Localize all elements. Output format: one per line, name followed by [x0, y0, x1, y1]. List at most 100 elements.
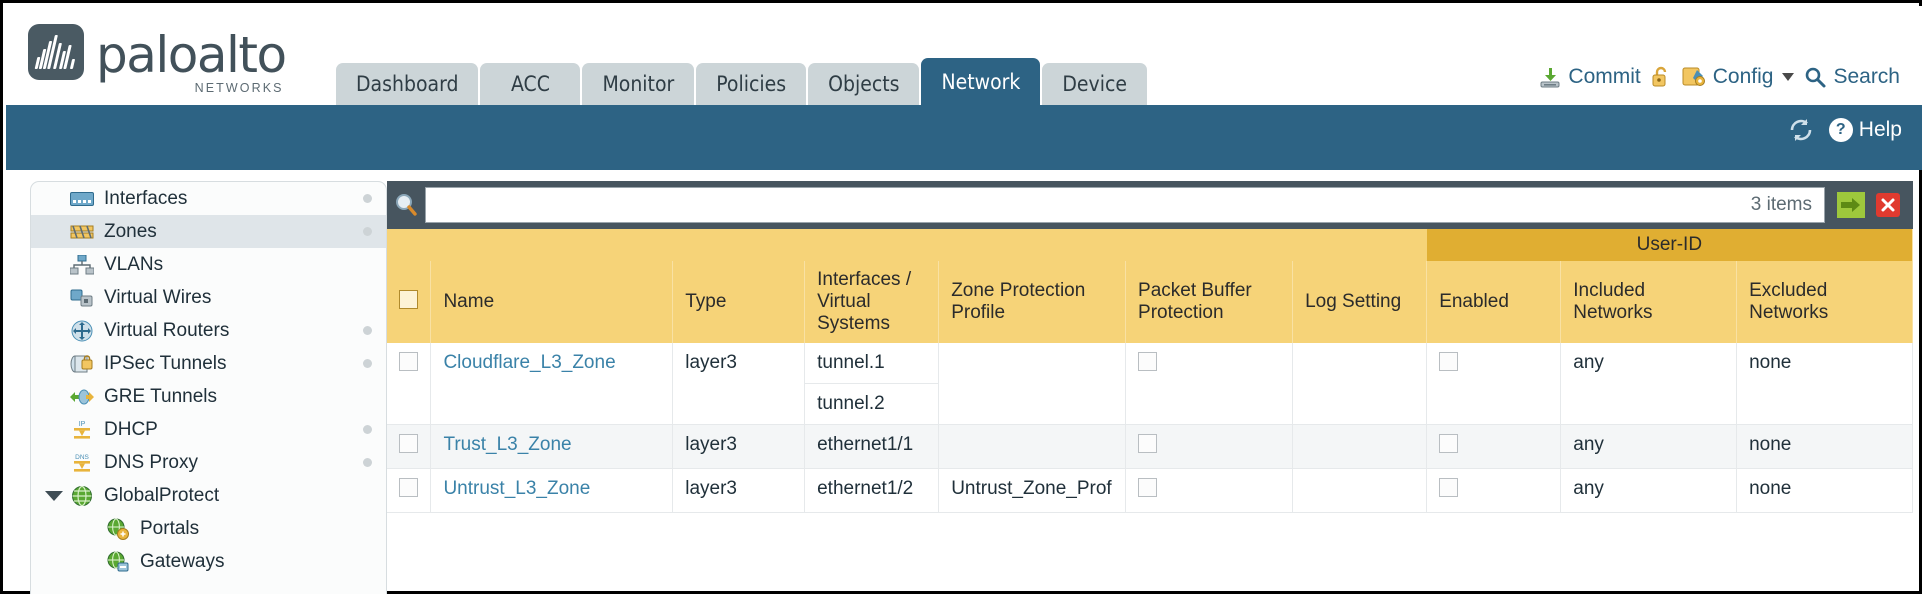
cell-zone-protection-profile: Untrust_Zone_Prof	[938, 468, 1127, 513]
paloalto-logo-mark-icon	[28, 24, 84, 80]
sidebar-item-gre-tunnels[interactable]: GRE Tunnels	[31, 380, 386, 413]
tab-policies[interactable]: Policies	[696, 63, 807, 105]
packet-buffer-checkbox[interactable]	[1138, 434, 1158, 453]
search-button[interactable]: Search	[1803, 65, 1900, 89]
interface-entry: ethernet1/2	[817, 478, 914, 499]
col-header-packet-buffer-protection[interactable]: Packet Buffer Protection	[1125, 261, 1294, 343]
portals-icon	[105, 517, 131, 540]
dhcp-icon: IP	[69, 419, 95, 440]
tab-acc[interactable]: ACC	[480, 63, 581, 105]
items-count-label: 3 items	[1750, 194, 1812, 215]
packet-buffer-checkbox[interactable]	[1138, 352, 1158, 371]
cell-included-networks: any	[1560, 468, 1738, 513]
cell-name[interactable]: Trust_L3_Zone	[430, 424, 674, 469]
packet-buffer-checkbox[interactable]	[1138, 478, 1158, 497]
cell-userid-enabled[interactable]	[1426, 424, 1562, 469]
cell-type: layer3	[672, 343, 806, 425]
col-header-type[interactable]: Type	[672, 261, 806, 343]
sidebar-item-globalprotect[interactable]: GlobalProtect	[31, 479, 386, 512]
userid-enabled-checkbox[interactable]	[1439, 478, 1459, 497]
commit-download-icon	[1540, 68, 1560, 88]
cell-log-setting	[1292, 468, 1428, 513]
col-header-log-setting[interactable]: Log Setting	[1292, 261, 1428, 343]
row-checkbox[interactable]	[399, 352, 418, 371]
cell-zone-protection-profile	[938, 424, 1127, 469]
gateways-icon	[105, 550, 131, 572]
commit-button[interactable]: Commit	[1538, 65, 1641, 89]
tab-network[interactable]: Network	[921, 58, 1041, 105]
go-arrow-icon[interactable]	[1837, 192, 1865, 218]
cell-packet-buffer-protection[interactable]	[1125, 343, 1294, 425]
refresh-icon[interactable]	[1787, 117, 1815, 143]
globalprotect-icon	[69, 485, 95, 506]
cell-name[interactable]: Untrust_L3_Zone	[430, 468, 674, 513]
dns-proxy-icon: DNS	[69, 452, 95, 473]
sidebar-status-dot	[363, 326, 372, 335]
help-label: Help	[1858, 118, 1902, 141]
row-checkbox[interactable]	[399, 434, 418, 453]
search-filter-icon[interactable]	[387, 192, 425, 218]
col-header-enabled[interactable]: Enabled	[1426, 261, 1562, 343]
row-select-cell[interactable]	[387, 424, 432, 469]
config-menu[interactable]: Config	[1681, 65, 1795, 89]
svg-text:IP: IP	[79, 421, 86, 428]
select-all-header[interactable]	[387, 261, 432, 343]
row-select-cell[interactable]	[387, 468, 432, 513]
sidebar-item-interfaces[interactable]: Interfaces	[31, 182, 386, 215]
cell-packet-buffer-protection[interactable]	[1125, 468, 1294, 513]
col-header-excluded-networks[interactable]: Excluded Networks	[1736, 261, 1913, 343]
search-buttons	[1825, 192, 1913, 218]
row-select-cell[interactable]	[387, 343, 432, 425]
tab-monitor[interactable]: Monitor	[582, 63, 695, 105]
sidebar-item-label: Interfaces	[104, 187, 188, 209]
sidebar-item-ipsec-tunnels[interactable]: IPSec Tunnels	[31, 347, 386, 380]
sidebar-item-vlans[interactable]: VLANs	[31, 248, 386, 281]
magnifier-icon	[1806, 67, 1826, 88]
col-header-interfaces[interactable]: Interfaces / Virtual Systems	[804, 261, 940, 343]
cell-userid-enabled[interactable]	[1426, 468, 1562, 513]
search-input-wrapper[interactable]: 3 items	[425, 187, 1825, 223]
table-row[interactable]: Untrust_L3_Zone layer3 ethernet1/2 Untru…	[387, 468, 1913, 513]
tab-device[interactable]: Device	[1042, 63, 1147, 105]
sidebar-item-zones[interactable]: Zones	[31, 215, 386, 248]
table-group-header-row: User-ID	[387, 229, 1913, 261]
tab-objects[interactable]: Objects	[808, 63, 920, 105]
col-header-included-networks[interactable]: Included Networks	[1560, 261, 1738, 343]
cell-excluded-networks: none	[1736, 343, 1913, 425]
sidebar-status-dot	[363, 458, 372, 467]
sidebar-item-label: DNS Proxy	[104, 451, 198, 473]
table-row[interactable]: Trust_L3_Zone layer3 ethernet1/1 any non…	[387, 424, 1913, 469]
unlocked-padlock-icon	[1652, 66, 1666, 87]
select-all-checkbox[interactable]	[399, 289, 418, 309]
cell-name[interactable]: Cloudflare_L3_Zone	[430, 343, 674, 425]
cell-userid-enabled[interactable]	[1426, 343, 1562, 425]
userid-enabled-checkbox[interactable]	[1439, 434, 1459, 453]
tree-expand-twisty-icon[interactable]	[45, 490, 63, 501]
search-input[interactable]	[426, 193, 1751, 217]
interface-entry: tunnel.1	[805, 343, 939, 384]
sidebar-item-virtual-routers[interactable]: Virtual Routers	[31, 314, 386, 347]
help-button[interactable]: ? Help	[1828, 118, 1902, 142]
top-header-bar: paloalto NETWORKS Dashboard ACC Monitor …	[6, 6, 1922, 105]
cell-packet-buffer-protection[interactable]	[1125, 424, 1294, 469]
col-header-zone-protection-profile[interactable]: Zone Protection Profile	[938, 261, 1127, 343]
sidebar-item-gateways[interactable]: Gateways	[31, 545, 386, 578]
chevron-down-icon[interactable]	[1782, 73, 1795, 81]
tab-dashboard[interactable]: Dashboard	[336, 63, 479, 105]
config-wrench-icon	[1682, 67, 1705, 86]
sidebar-status-dot	[363, 194, 372, 203]
sidebar-item-dns-proxy[interactable]: DNS DNS Proxy	[31, 446, 386, 479]
row-checkbox[interactable]	[399, 478, 418, 497]
cell-type: layer3	[672, 424, 806, 469]
config-label: Config	[1712, 65, 1774, 88]
sidebar-item-virtual-wires[interactable]: Virtual Wires	[31, 281, 386, 314]
lock-button[interactable]	[1650, 65, 1672, 89]
sidebar-item-dhcp[interactable]: IP DHCP	[31, 413, 386, 446]
sidebar-item-label: VLANs	[104, 253, 164, 275]
col-header-name[interactable]: Name	[430, 261, 674, 343]
table-row[interactable]: Cloudflare_L3_Zone layer3 tunnel.1 tunne…	[387, 343, 1913, 425]
sidebar-item-portals[interactable]: Portals	[31, 512, 386, 545]
sidebar-status-dot	[363, 359, 372, 368]
userid-enabled-checkbox[interactable]	[1439, 352, 1459, 371]
clear-x-icon[interactable]	[1875, 192, 1901, 218]
